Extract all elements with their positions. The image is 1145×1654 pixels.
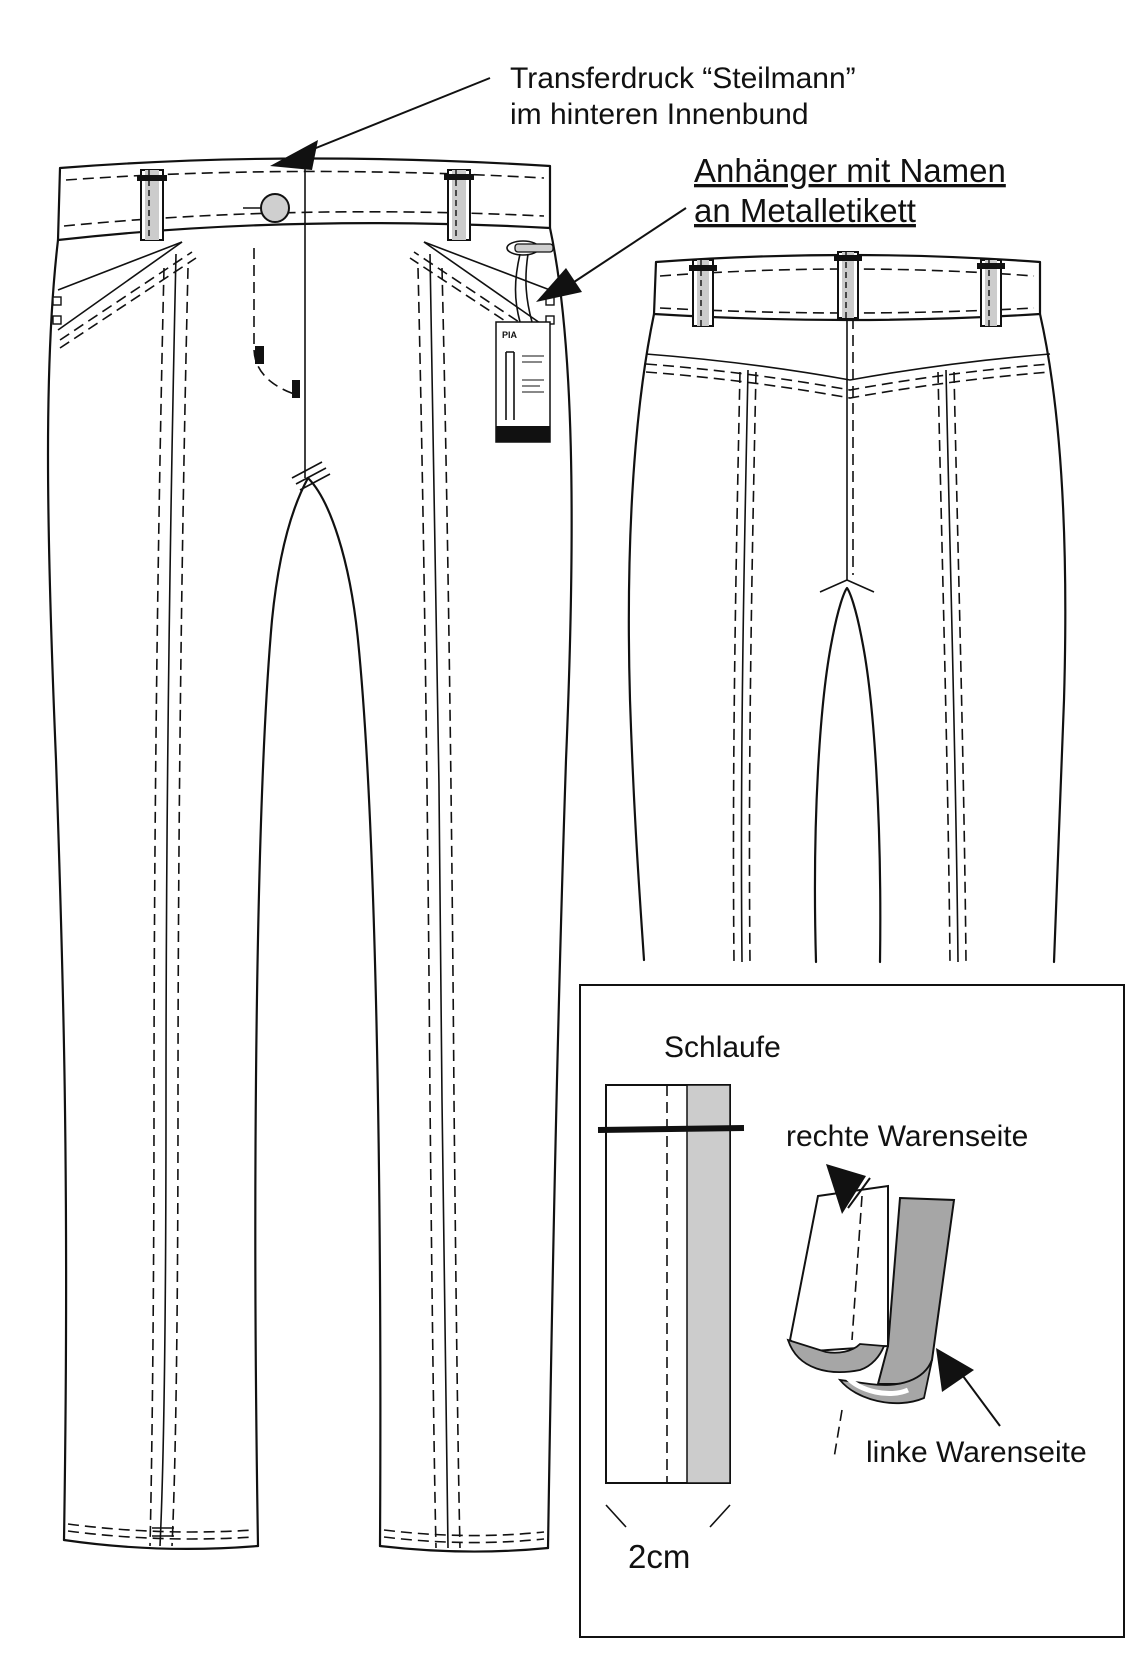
front-right-outseam bbox=[546, 226, 573, 1550]
left-side-label: linke Warenseite bbox=[866, 1436, 1087, 1469]
front-left-outseam bbox=[46, 238, 68, 1542]
front-left-hem bbox=[62, 1538, 260, 1551]
arrow-left-side bbox=[936, 1348, 974, 1392]
loop-folded bbox=[786, 1184, 956, 1459]
belt-loop-back-right bbox=[977, 259, 1005, 327]
front-right-panel-seam bbox=[429, 253, 449, 1549]
back-right-panel-seam bbox=[945, 369, 959, 963]
front-left-pocket bbox=[57, 241, 183, 291]
arrow-transfer-print bbox=[270, 140, 318, 170]
back-inseams bbox=[813, 586, 882, 964]
back-yoke bbox=[645, 353, 1051, 381]
hang-tag: PIA bbox=[495, 240, 554, 443]
front-right-hem bbox=[378, 1544, 550, 1553]
trousers-back-view bbox=[627, 251, 1067, 964]
back-right-outseam bbox=[1038, 312, 1067, 964]
detail-title: Schlaufe bbox=[664, 1031, 781, 1064]
belt-loop-front-left bbox=[137, 169, 167, 241]
loop-width-label: 2cm bbox=[628, 1538, 690, 1575]
right-side-label: rechte Warenseite bbox=[786, 1120, 1028, 1153]
hang-tag-label-line2: an Metalletikett bbox=[694, 192, 916, 229]
belt-loop-front-right bbox=[444, 169, 474, 241]
back-left-outseam bbox=[627, 312, 656, 962]
transfer-print-label-line1: Transferdruck “Steilmann” bbox=[510, 62, 856, 95]
leader-hang-tag bbox=[567, 207, 687, 287]
front-right-inseam bbox=[306, 476, 382, 1548]
trousers-front-view: PIA bbox=[46, 157, 573, 1553]
front-right-pocket bbox=[423, 241, 551, 291]
button bbox=[260, 193, 290, 223]
hang-tag-label-line1: Anhänger mit Namen bbox=[694, 152, 1006, 189]
arrow-hang-tag bbox=[536, 268, 582, 302]
belt-loop-back-left bbox=[689, 259, 717, 327]
fly-stitching bbox=[253, 248, 295, 395]
back-left-panel-seam bbox=[740, 369, 749, 963]
transfer-print-label-line2: im hinteren Innenbund bbox=[510, 98, 809, 131]
svg-text:PIA: PIA bbox=[502, 330, 518, 340]
loop-bartack bbox=[597, 1125, 745, 1133]
arrow-right-side bbox=[826, 1164, 866, 1214]
front-left-panel-seam bbox=[159, 253, 177, 1547]
belt-loop-detail bbox=[579, 984, 1125, 1638]
leader-transfer-print bbox=[305, 77, 491, 153]
belt-loop-back-center bbox=[834, 251, 862, 319]
front-left-inseam bbox=[254, 476, 310, 1548]
